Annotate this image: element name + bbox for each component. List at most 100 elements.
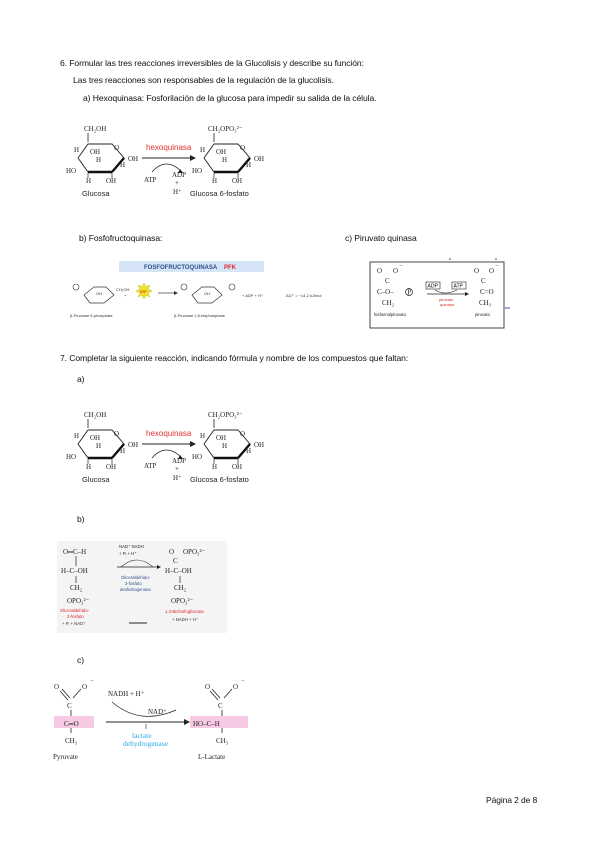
svg-text:C: C: [218, 702, 223, 710]
svg-text:⁻: ⁻: [90, 678, 94, 686]
svg-text:OH: OH: [254, 155, 264, 163]
svg-text:OPO₃²⁻: OPO₃²⁻: [171, 597, 194, 605]
svg-text:OH: OH: [232, 463, 242, 471]
q6-item-a: a) Hexoquinasa: Fosforilación de la gluc…: [83, 93, 377, 103]
svg-text:C: C: [385, 277, 390, 285]
svg-text:H: H: [222, 442, 227, 450]
svg-text:H–C–OH: H–C–OH: [61, 567, 88, 575]
svg-text:OH: OH: [90, 434, 100, 442]
svg-text:CH₃: CH₃: [479, 299, 492, 307]
svg-text:NAD⁺ NADH: NAD⁺ NADH: [119, 544, 144, 549]
svg-text:HO: HO: [66, 453, 76, 461]
svg-text:PFK: PFK: [224, 265, 237, 271]
svg-text:ΔG°' = −14.2 kJ/mol: ΔG°' = −14.2 kJ/mol: [286, 293, 322, 298]
svg-text:+: +: [175, 465, 179, 473]
svg-text:H–C–OH: H–C–OH: [165, 567, 192, 575]
svg-text:O: O: [240, 430, 245, 438]
svg-text:ADP: ADP: [172, 457, 186, 465]
svg-text:OH: OH: [232, 177, 242, 185]
svg-text:CH₂OPO₃²⁻: CH₂OPO₃²⁻: [208, 411, 243, 419]
svg-text:P: P: [407, 289, 411, 297]
svg-text:H: H: [86, 177, 91, 185]
svg-text:HO: HO: [192, 167, 202, 175]
svg-text:H: H: [246, 161, 251, 169]
svg-text:OH: OH: [204, 291, 210, 296]
q7-item-a: a): [77, 374, 85, 384]
svg-text:O: O: [114, 430, 119, 438]
svg-text:C: C: [481, 277, 486, 285]
svg-text:OH: OH: [96, 291, 102, 296]
q6-title: 6. Formular las tres reacciones irrevers…: [60, 58, 364, 68]
svg-text:OH: OH: [216, 434, 226, 442]
q6-intro: Las tres reacciones son responsables de …: [73, 75, 334, 85]
svg-text:lactate: lactate: [132, 731, 152, 740]
svg-text:H: H: [222, 156, 227, 164]
svg-text:O: O: [377, 267, 382, 275]
svg-text:+ Pᵢ + NAD⁺: + Pᵢ + NAD⁺: [62, 621, 85, 626]
pfk-figure: FOSFOFRUCTOQUINASA PFK CH₂OH OH β-Fructo…: [70, 261, 322, 318]
glucose-6-phosphate-structure: CH₂OPO₃²⁻ O H OH H HO H OH H OH Glucosa …: [190, 125, 264, 198]
svg-text:ATP: ATP: [144, 462, 157, 470]
svg-text:OH: OH: [128, 441, 138, 449]
svg-text:C–O–: C–O–: [377, 288, 394, 296]
q6-item-b: b) Fosfofructoquinasa:: [79, 233, 163, 243]
svg-text:C: C: [67, 702, 72, 710]
svg-text:hexoquinasa: hexoquinasa: [146, 429, 192, 438]
svg-text:CH₂: CH₂: [382, 299, 395, 307]
svg-text:+: +: [175, 179, 179, 187]
svg-text:Glucosa: Glucosa: [82, 475, 110, 484]
svg-text:C: C: [173, 557, 178, 565]
q7-item-b: b): [77, 514, 85, 524]
svg-text:+ NADH + H⁺: + NADH + H⁺: [172, 617, 198, 622]
svg-text:CH₂: CH₂: [174, 584, 187, 592]
svg-text:β-Fructose 6-phosphate: β-Fructose 6-phosphate: [70, 313, 113, 318]
svg-text:CH₂OH: CH₂OH: [84, 125, 106, 133]
svg-text:1,3-Bisfosfoglicerato: 1,3-Bisfosfoglicerato: [165, 609, 205, 614]
svg-text:OH: OH: [216, 148, 226, 156]
svg-text:O: O: [474, 267, 479, 275]
svg-text:piruvato: piruvato: [439, 297, 454, 302]
svg-text:⁻: ⁻: [495, 263, 499, 271]
svg-text:C═O: C═O: [64, 720, 79, 728]
svg-text:H: H: [246, 447, 251, 455]
svg-text:HO–C–H: HO–C–H: [193, 720, 220, 728]
svg-text:+ Pᵢ + H⁺: + Pᵢ + H⁺: [119, 551, 137, 556]
svg-text:H: H: [212, 463, 217, 471]
svg-text:H: H: [200, 432, 205, 440]
svg-text:ADP: ADP: [428, 284, 439, 290]
q7-item-c: c): [77, 655, 84, 665]
svg-text:O: O: [205, 683, 210, 691]
svg-text:H: H: [120, 161, 125, 169]
svg-text:CH₂: CH₂: [70, 584, 83, 592]
svg-text:H⁺: H⁺: [173, 474, 182, 482]
svg-text:OH: OH: [254, 441, 264, 449]
svg-text:OPO₃²⁻: OPO₃²⁻: [183, 548, 206, 556]
svg-text:OH: OH: [106, 463, 116, 471]
q6-item-c: c) Piruvato quinasa: [345, 233, 417, 243]
svg-text:H: H: [96, 156, 101, 164]
svg-text:OH: OH: [90, 148, 100, 156]
svg-text:OPO₃²⁻: OPO₃²⁻: [67, 597, 90, 605]
svg-text:C=O: C=O: [480, 288, 494, 296]
svg-text:NADH + H⁺: NADH + H⁺: [108, 690, 145, 698]
svg-text:β-Fructose 1,6-bisphosphate: β-Fructose 1,6-bisphosphate: [174, 313, 226, 318]
svg-text:ATP: ATP: [140, 290, 147, 294]
hexokinase-figure: CH₂OH O H OH H HO H OH H OH Glucosa hexo…: [66, 125, 264, 198]
svg-text:H: H: [74, 432, 79, 440]
svg-text:H: H: [120, 447, 125, 455]
svg-text:FOSFOFRUCTOQUINASA: FOSFOFRUCTOQUINASA: [144, 265, 218, 271]
svg-text:H: H: [96, 442, 101, 450]
svg-text:O: O: [233, 683, 238, 691]
page-number: Página 2 de 8: [486, 795, 538, 805]
svg-text:⁻: ⁻: [241, 678, 245, 686]
svg-text:ATP: ATP: [144, 176, 157, 184]
svg-text:deshidrogenasa: deshidrogenasa: [120, 587, 151, 592]
svg-text:CH₃: CH₃: [216, 737, 229, 745]
svg-text:H: H: [74, 146, 79, 154]
svg-text:HO: HO: [66, 167, 76, 175]
svg-text:Glucosa: Glucosa: [82, 189, 110, 198]
svg-text:O: O: [82, 683, 87, 691]
svg-text:CH₂OH: CH₂OH: [84, 411, 106, 419]
svg-text:Gliceraldehído-: Gliceraldehído-: [121, 575, 151, 580]
svg-text:3-fosfato: 3-fosfato: [67, 614, 84, 619]
